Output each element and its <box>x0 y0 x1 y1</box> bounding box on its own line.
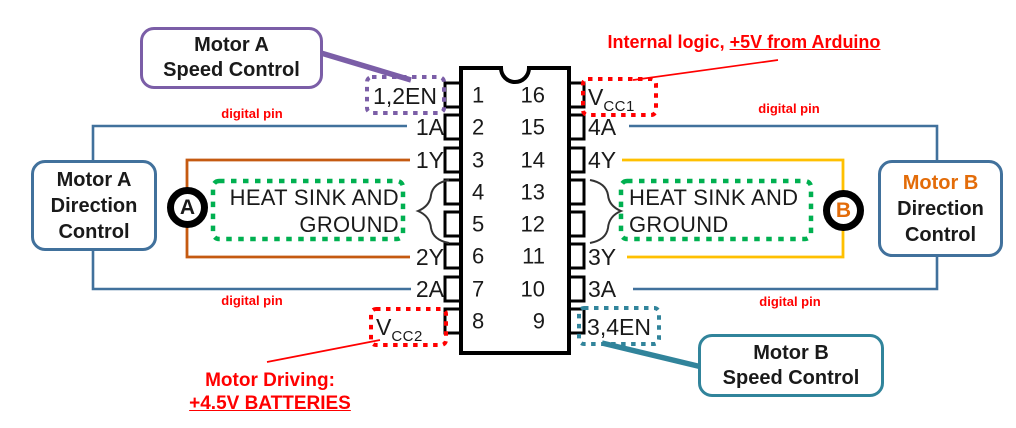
motor-a-letter: A <box>179 195 196 219</box>
pin-number-5: 5 <box>472 212 484 237</box>
right-brace-icon <box>589 179 624 244</box>
pin-stub <box>443 81 463 109</box>
internal-logic-prefix: Internal logic, <box>607 32 730 52</box>
pin-number-13: 13 <box>521 180 545 205</box>
motor-a-marker: A <box>167 187 208 228</box>
pin-label-2y: 2Y <box>416 244 444 270</box>
callout-line: Motor A <box>194 34 269 56</box>
motor-b-letter: B <box>835 198 852 222</box>
connector-motor-driving <box>266 339 381 363</box>
dotted-box-12en <box>365 75 446 115</box>
callout-line: Speed Control <box>722 366 860 389</box>
callout-motor-a-speed: Motor A Speed Control <box>140 27 323 89</box>
pin-number-7: 7 <box>472 277 484 302</box>
pin-number-8: 8 <box>472 309 484 334</box>
callout-line: Speed Control <box>163 59 300 81</box>
pin-label-4y: 4Y <box>588 147 616 173</box>
callout-line: Motor B <box>753 341 829 364</box>
vcc2-subscript: CC2 <box>391 328 423 345</box>
ic-chip-body <box>459 66 571 355</box>
callout-motor-b-direction: Motor B Direction Control <box>878 160 1003 257</box>
pin-stub <box>443 242 463 270</box>
pin-number-11: 11 <box>522 244 545 269</box>
heat-sink-line2: GROUND <box>629 212 729 237</box>
digital-pin-label-2a: digital pin <box>221 293 283 308</box>
digital-pin-label-4a: digital pin <box>758 101 820 116</box>
vcc2-main: V <box>376 314 392 340</box>
heat-sink-line2: GROUND <box>299 212 399 237</box>
pin-label-vcc1: VCC1 <box>588 80 635 115</box>
wire-4a-digital-pin <box>629 124 939 165</box>
vcc1-subscript: CC1 <box>603 98 635 115</box>
callout-line: Direction <box>50 194 138 217</box>
pin-number-10: 10 <box>521 277 545 302</box>
callout-line: Motor A <box>56 168 132 191</box>
motor-driving-note: Motor Driving: +4.5V BATTERIES <box>160 369 380 415</box>
pin-label-2a: 2A <box>416 276 445 302</box>
pin-stubs-left <box>443 81 463 335</box>
pin-stub <box>443 210 463 238</box>
pin-stub <box>443 275 463 303</box>
pin-label-1y: 1Y <box>416 147 444 173</box>
pin-label-12en: 1,2EN <box>373 83 437 109</box>
pin-label-1a: 1A <box>416 114 445 140</box>
motor-driving-line1: Motor Driving: <box>205 370 335 391</box>
pin-stub <box>443 178 463 206</box>
dotted-box-vcc1 <box>581 77 658 117</box>
pin-label-3a: 3A <box>588 276 617 302</box>
pin-number-15: 15 <box>521 115 545 140</box>
internal-logic-note: Internal logic, +5V from Arduino <box>594 32 894 53</box>
motor-driving-line2: +4.5V BATTERIES <box>189 393 351 414</box>
pin-stub <box>443 113 463 141</box>
connector-motor-a-speed <box>320 50 412 83</box>
wire-3a-digital-pin <box>633 253 939 291</box>
connector-internal-logic <box>632 59 779 81</box>
wire-2a-digital-pin <box>91 247 411 291</box>
pin-number-1: 1 <box>472 83 484 108</box>
pin-stub <box>443 146 463 174</box>
pin-number-6: 6 <box>472 244 484 269</box>
heat-sink-dotted-box-left <box>210 178 406 242</box>
digital-pin-label-3a: digital pin <box>759 294 821 309</box>
vcc1-main: V <box>588 84 604 110</box>
callout-motor-a-direction: Motor A Direction Control <box>31 160 157 251</box>
pin-label-3y: 3Y <box>588 244 616 270</box>
left-brace-icon <box>415 179 450 244</box>
motor-b-marker: B <box>823 190 864 231</box>
pin-label-vcc2: VCC2 <box>376 310 423 345</box>
callout-line: Control <box>904 223 977 246</box>
pin-number-4: 4 <box>472 180 484 205</box>
wire-1a-digital-pin <box>91 124 407 165</box>
pin-number-3: 3 <box>472 148 484 173</box>
heat-sink-label-left: HEAT SINK AND GROUND <box>213 184 399 238</box>
callout-motor-b-speed: Motor B Speed Control <box>698 334 884 397</box>
pin-number-2: 2 <box>472 115 484 140</box>
pin-number-12: 12 <box>521 212 545 237</box>
pin-number-16: 16 <box>521 83 545 108</box>
heat-sink-line1: HEAT SINK AND <box>229 185 399 210</box>
pin-label-4a: 4A <box>588 114 617 140</box>
dotted-box-34en <box>577 306 661 346</box>
heat-sink-dotted-box-right <box>618 178 814 242</box>
internal-logic-underlined: +5V from Arduino <box>729 32 881 52</box>
heat-sink-line1: HEAT SINK AND <box>629 185 799 210</box>
callout-line: Control <box>58 220 130 243</box>
dotted-box-vcc2 <box>369 307 448 347</box>
pin-label-34en: 3,4EN <box>587 314 651 340</box>
heat-sink-label-right: HEAT SINK AND GROUND <box>629 184 809 238</box>
pin-number-14: 14 <box>521 148 545 173</box>
digital-pin-label-1a: digital pin <box>221 106 283 121</box>
pin-number-9: 9 <box>533 309 545 334</box>
connector-motor-b-speed <box>601 340 707 371</box>
callout-line: Direction <box>897 197 984 220</box>
callout-line-motor-b: Motor B <box>902 171 979 194</box>
